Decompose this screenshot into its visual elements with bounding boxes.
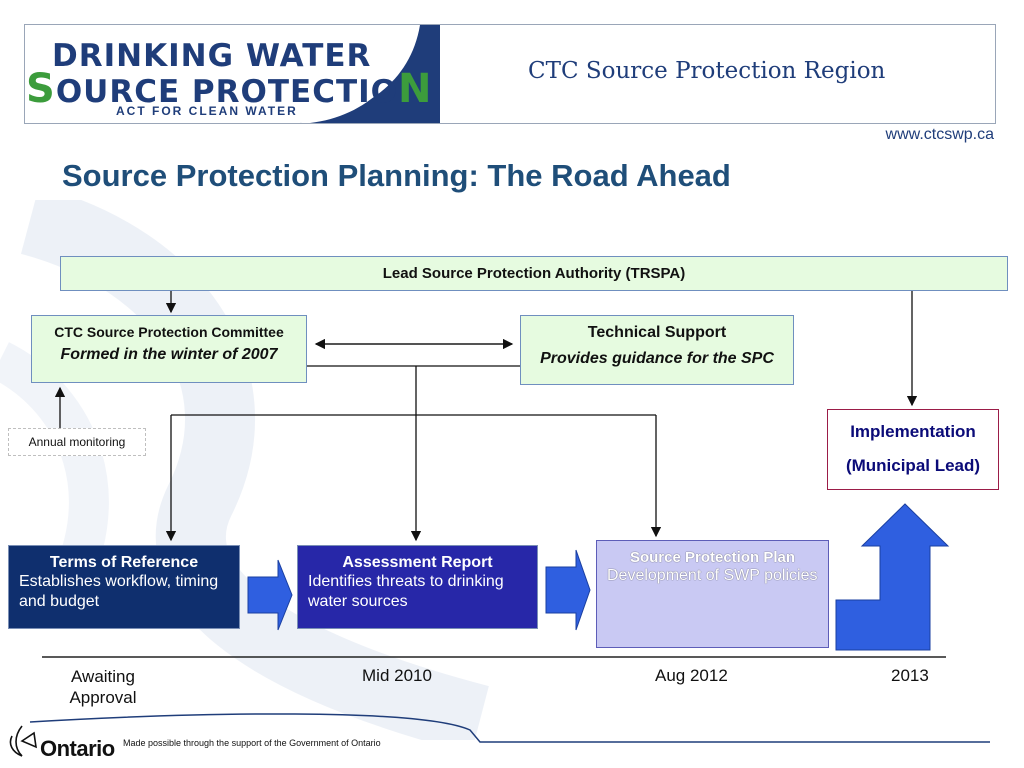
terms-of-reference-title: Terms of Reference [49, 554, 199, 571]
technical-support-subtitle: Provides guidance for the SPC [540, 350, 774, 367]
timeline-label-mid-2010: Mid 2010 [362, 666, 432, 685]
committee-box: CTC Source Protection Committee Formed i… [31, 315, 307, 383]
assessment-report-box: Assessment Report Identifies threats to … [297, 545, 538, 629]
logo-line2: SOURCE PROTECTION [26, 66, 432, 112]
assessment-report-title: Assessment Report [342, 554, 493, 571]
source-protection-plan-box: Source Protection Plan Development of SW… [596, 540, 829, 648]
terms-of-reference-box: Terms of Reference Establishes workflow,… [8, 545, 240, 629]
logo-line2-text: OURCE PROTECTIO [55, 74, 398, 110]
block-arrow-assessment-to-plan [545, 549, 591, 631]
logo-line1: DRINKING WATER [52, 38, 372, 74]
implementation-title: Implementation [850, 422, 976, 441]
logo-tagline: ACT FOR CLEAN WATER [116, 104, 298, 118]
source-protection-plan-body: Development of SWP policies [607, 567, 818, 584]
committee-subtitle: Formed in the winter of 2007 [60, 346, 278, 363]
timeline-label-awaiting: Awaiting Approval [69, 667, 137, 707]
ontario-trillium-icon [9, 725, 37, 757]
implementation-box: Implementation (Municipal Lead) [827, 409, 999, 490]
website-link[interactable]: www.ctcswp.ca [885, 126, 994, 143]
logo-wave-graphic [300, 25, 440, 123]
lead-authority-label: Lead Source Protection Authority (TRSPA) [382, 265, 686, 282]
assessment-report-body: Identifies threats to drinking water sou… [308, 573, 504, 610]
page-title: Source Protection Planning: The Road Ahe… [62, 158, 731, 193]
implementation-subtitle: (Municipal Lead) [845, 456, 981, 475]
logo-letter-s: S [26, 66, 56, 112]
logo-letter-n: N [397, 66, 433, 112]
technical-support-title: Technical Support [587, 324, 727, 341]
block-arrow-plan-to-implementation [835, 503, 950, 651]
ontario-logo-text: Ontario [40, 736, 115, 761]
block-arrow-terms-to-assessment [247, 559, 293, 631]
annual-monitoring-label: Annual monitoring [8, 428, 146, 456]
footer-note: Made possible through the support of the… [123, 738, 381, 748]
terms-of-reference-body: Establishes workflow, timing and budget [19, 573, 219, 610]
region-title: CTC Source Protection Region [528, 58, 886, 84]
header-banner [24, 24, 996, 124]
source-protection-plan-title: Source Protection Plan [629, 549, 796, 566]
technical-support-box: Technical Support Provides guidance for … [520, 315, 794, 385]
timeline-label-aug-2012: Aug 2012 [655, 666, 728, 685]
footer-swoosh [29, 713, 990, 743]
timeline-label-2013: 2013 [891, 666, 929, 685]
committee-title: CTC Source Protection Committee [54, 324, 284, 340]
lead-authority-box: Lead Source Protection Authority (TRSPA) [60, 256, 1008, 291]
